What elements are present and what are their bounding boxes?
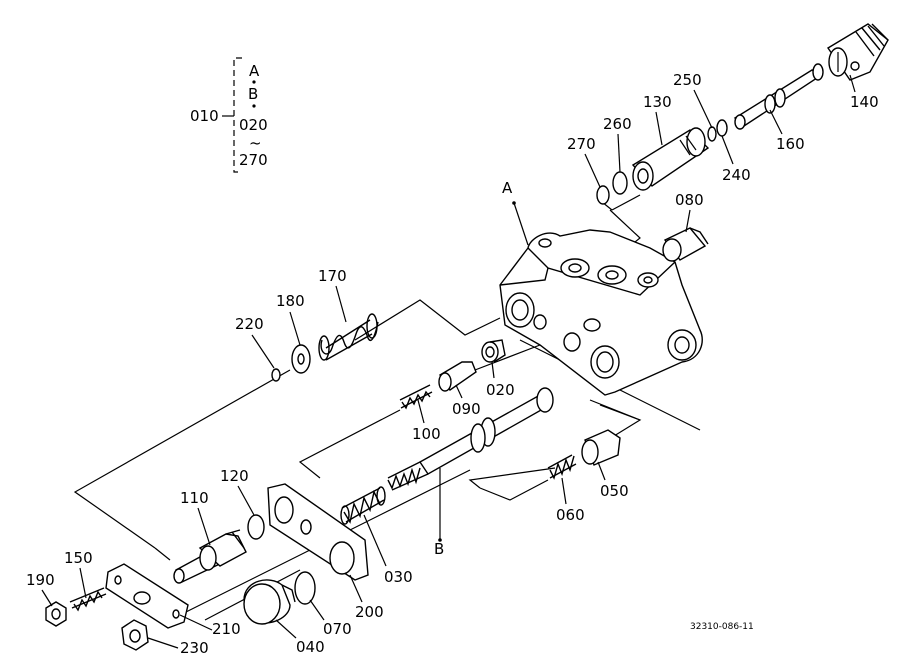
part-200-plate <box>267 483 369 581</box>
label-100: 100 <box>412 425 441 443</box>
label-270: 270 <box>567 135 596 153</box>
part-110-spool <box>173 529 247 584</box>
label-150: 150 <box>64 549 93 567</box>
part-spool-b <box>387 387 554 542</box>
label-110: 110 <box>180 489 209 507</box>
part-270-ring <box>596 185 610 205</box>
part-100-spring <box>399 384 433 410</box>
part-060-spring <box>547 454 577 480</box>
part-160-spool <box>733 63 824 130</box>
label-260: 260 <box>603 115 632 133</box>
group-item-tilde: ~ <box>249 134 262 152</box>
part-140-plug <box>827 23 889 81</box>
part-070-oring <box>294 571 316 605</box>
part-080-plug <box>662 227 709 262</box>
part-230-nut <box>121 619 149 651</box>
part-120-oring <box>247 514 265 540</box>
label-230: 230 <box>180 639 209 657</box>
label-240: 240 <box>722 166 751 184</box>
assembly-group-bracket: 010 A B 020 ~ 270 <box>190 57 268 173</box>
part-250-ring <box>707 126 717 142</box>
part-020-seat <box>481 339 506 363</box>
part-170-spring <box>318 313 379 361</box>
group-number-label: 010 <box>190 107 219 125</box>
label-170: 170 <box>318 267 347 285</box>
label-090: 090 <box>452 400 481 418</box>
label-ref-b: B <box>434 540 444 558</box>
label-020: 020 <box>486 381 515 399</box>
label-140: 140 <box>850 93 879 111</box>
label-220: 220 <box>235 315 264 333</box>
group-item-270: 270 <box>239 151 268 169</box>
label-160: 160 <box>776 135 805 153</box>
part-labels: 140 250 130 260 270 160 240 080 A 170 18… <box>26 71 879 657</box>
label-120: 120 <box>220 467 249 485</box>
label-040: 040 <box>296 638 325 656</box>
drawing-number: 32310-086-11 <box>690 622 754 632</box>
valve-body <box>499 229 703 396</box>
label-250: 250 <box>673 71 702 89</box>
label-ref-a: A <box>502 179 513 197</box>
part-240-ring <box>716 119 728 137</box>
label-130: 130 <box>643 93 672 111</box>
group-item-020: 020 <box>239 116 268 134</box>
label-030: 030 <box>384 568 413 586</box>
label-070: 070 <box>323 620 352 638</box>
assembly-lines <box>73 194 701 621</box>
label-180: 180 <box>276 292 305 310</box>
part-190-nut <box>45 601 67 627</box>
part-130-sleeve <box>631 127 710 191</box>
label-060: 060 <box>556 506 585 524</box>
part-260-oring <box>612 171 628 195</box>
group-item-b: B <box>248 85 258 103</box>
label-190: 190 <box>26 571 55 589</box>
part-050-poppet <box>581 429 621 466</box>
label-050: 050 <box>600 482 629 500</box>
part-220-clip <box>271 368 281 382</box>
label-210: 210 <box>212 620 241 638</box>
label-080: 080 <box>675 191 704 209</box>
part-030-spring <box>340 486 386 525</box>
part-040-plug <box>243 579 296 625</box>
part-180-washer <box>291 344 311 374</box>
label-200: 200 <box>355 603 384 621</box>
group-item-a: A <box>249 62 260 80</box>
part-210-plate <box>105 563 189 629</box>
part-150-bolt <box>69 587 107 612</box>
part-090-poppet <box>438 361 477 392</box>
